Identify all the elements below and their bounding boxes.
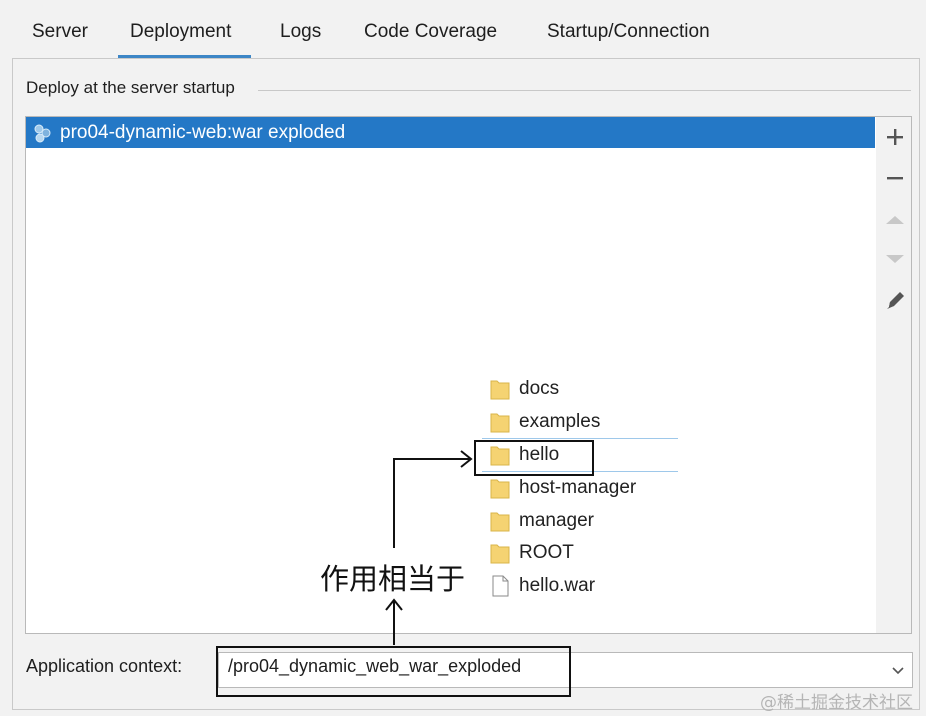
file-name: hello.war	[519, 575, 596, 596]
minus-icon	[887, 177, 903, 180]
arrow-up-icon	[886, 216, 904, 224]
deploy-toolbar	[876, 116, 912, 634]
folder-icon	[490, 446, 510, 466]
plus-icon	[887, 129, 903, 145]
watermark: @稀土掘金技术社区	[760, 693, 913, 713]
pencil-icon	[887, 292, 904, 309]
section-title: Deploy at the server startup	[26, 78, 243, 98]
folder-icon	[490, 479, 510, 499]
folder-name: manager	[519, 510, 594, 531]
selection-line-bottom	[482, 471, 678, 472]
move-up-button[interactable]	[878, 203, 912, 237]
tab-startup-connection[interactable]: Startup/Connection	[547, 21, 710, 42]
tab-code-coverage[interactable]: Code Coverage	[364, 21, 498, 42]
arrow-down-icon	[886, 255, 904, 263]
folder-icon	[490, 512, 510, 532]
app-context-value[interactable]: /pro04_dynamic_web_war_exploded	[228, 656, 522, 676]
folder-icon	[490, 544, 510, 564]
folder-name: docs	[519, 378, 560, 399]
folder-icon	[490, 413, 510, 433]
chevron-down-icon[interactable]	[888, 660, 908, 680]
app-context-combobox[interactable]	[218, 652, 913, 688]
folder-name: host-manager	[519, 477, 637, 498]
folder-icon	[490, 380, 510, 400]
hello-highlight-box	[474, 440, 594, 476]
folder-name: hello	[519, 444, 560, 465]
deploy-item-label: pro04-dynamic-web:war exploded	[60, 122, 346, 143]
add-button[interactable]	[878, 120, 912, 154]
folder-name: examples	[519, 411, 601, 432]
move-down-button[interactable]	[878, 242, 912, 276]
app-context-highlight-box	[216, 646, 571, 697]
file-icon	[492, 575, 509, 597]
app-context-label: Application context:	[26, 656, 183, 676]
artifact-icon	[34, 124, 51, 143]
section-divider	[258, 90, 911, 91]
tab-deployment[interactable]: Deployment	[117, 0, 252, 58]
tab-server[interactable]: Server	[32, 21, 88, 42]
tab-bar: Server Deployment Logs Code Coverage Sta…	[0, 0, 926, 58]
remove-button[interactable]	[878, 161, 912, 195]
selection-line-top	[482, 438, 678, 439]
tab-logs[interactable]: Logs	[280, 21, 322, 42]
edit-button[interactable]	[878, 282, 912, 316]
deploy-list-item[interactable]: pro04-dynamic-web:war exploded	[26, 117, 875, 148]
annotation-text: 作用相当于	[320, 562, 466, 596]
folder-name: ROOT	[519, 542, 574, 563]
